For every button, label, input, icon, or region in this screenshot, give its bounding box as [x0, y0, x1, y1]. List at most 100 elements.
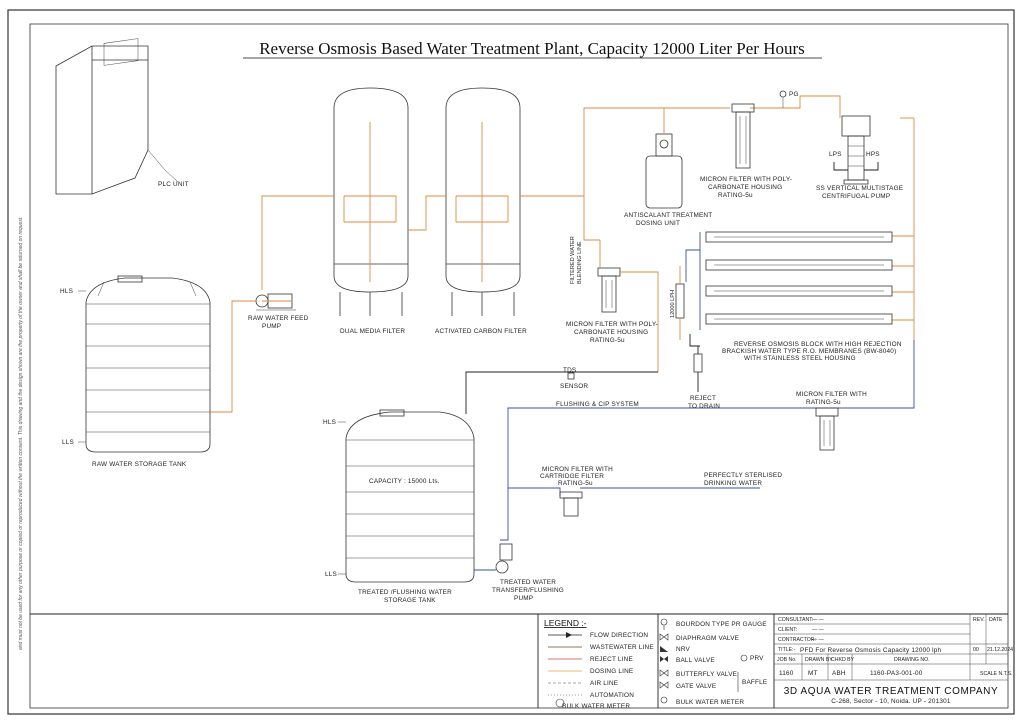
feed-piping — [210, 95, 841, 413]
treated-tank-lls: LLS — [325, 571, 337, 578]
micron-filter-right — [815, 407, 839, 451]
legend-bulk-meter-left: BULK WATER METER — [562, 703, 630, 710]
ro-label-2: BRACKISH WATER TYPE R.O. MEMBRANES (BW-8… — [722, 348, 896, 355]
tb-client-label: CLIENT: — [778, 627, 797, 633]
raw-tank-label: RAW WATER STORAGE TANK — [92, 461, 187, 468]
micron-right-label-2: RATING-5u — [806, 399, 841, 406]
outer-frame — [7, 9, 1015, 715]
legend-symbols — [659, 618, 748, 704]
tb-chkd-label: CHKD BY — [831, 657, 855, 663]
treated-tank-hls: HLS — [323, 419, 336, 426]
legend-bourdon: BOURDON TYPE PR GAUGE — [676, 621, 767, 628]
treated-tank-label-1: TREATED /FLUSHING WATER — [358, 589, 452, 596]
tds-label-1: TDS — [563, 367, 576, 374]
tb-drawing-value: 1160-PA3-001-00 — [870, 670, 923, 677]
antiscalant-label-2: DOSING UNIT — [636, 220, 680, 227]
transfer-pump-label-1: TREATED WATER — [500, 579, 556, 586]
ro-label-3: WITH STAINLESS STEEL HOUSING — [744, 355, 856, 362]
tb-title-value: PFD For Reverse Osmosis Capacity 12000 l… — [800, 647, 941, 654]
tb-company: 3D AQUA WATER TREATMENT COMPANY — [784, 686, 999, 697]
raw-tank-hls: HLS — [60, 288, 73, 295]
micron-right-label-1: MICRON FILTER WITH — [796, 391, 867, 398]
legend-baffle: BAFFLE — [742, 679, 767, 686]
sterilised-label-1: PERFECTLY STERLISED — [704, 472, 782, 479]
raw-tank-lls: LLS — [62, 439, 74, 446]
tb-contractor-label: CONTRACTOR: — [778, 637, 816, 643]
micron-cart-label-2: CARTRIDGE FILTER — [540, 473, 604, 480]
dmf-label: DUAL MEDIA FILTER — [340, 328, 405, 335]
product-piping — [465, 371, 658, 414]
feed-pump-label-2: PUMP — [262, 323, 281, 330]
tds-label-2: SENSOR — [560, 383, 588, 390]
plc-label: PLC UNIT — [158, 181, 189, 188]
tb-date-label: DATE — [989, 617, 1003, 623]
tb-scale: SCALE N.T.S. — [980, 671, 1013, 677]
side-note: and must not be used for any other purpo… — [18, 216, 24, 650]
micron-filter-mid — [597, 240, 659, 372]
micron-cart-label-3: RATING-5u — [558, 480, 593, 487]
acf-label: ACTIVATED CARBON FILTER — [435, 328, 527, 335]
hp-to-ro-piping — [520, 117, 915, 409]
micron-mid-label-2: CARBONATE HOUSING — [574, 329, 648, 336]
tb-rev-label: REV. — [973, 617, 985, 623]
tb-contractor-value: — — — [812, 637, 825, 643]
legend-prv: PRV — [750, 655, 764, 662]
legend-diaphragm: DIAPHRAGM VALVE — [676, 635, 739, 642]
treated-tank-capacity: CAPACITY : 15000 Lts. — [369, 478, 440, 485]
micron-mid-label-1: MICRON FILTER WITH POLY- — [566, 321, 658, 328]
raw-water-feed-pump — [255, 293, 296, 311]
treated-water-storage-tank — [338, 409, 475, 583]
antiscalant-label-1: ANTISCALANT TREATMENT — [624, 212, 712, 219]
pg-label: PG — [789, 91, 799, 98]
inner-frame — [29, 23, 1009, 709]
tb-job-value: 1160 — [779, 670, 794, 677]
antiscalant-dosing-unit — [645, 108, 683, 209]
sterilised-label-2: DRINKING WATER — [704, 480, 762, 487]
legend-nrv: NRV — [676, 646, 691, 653]
tb-title-label: TITLE:- — [778, 647, 796, 653]
flushing-label: FLUSHING & CIP SYSTEM — [556, 401, 639, 408]
legend-automation: AUTOMATION — [590, 692, 634, 699]
micron-mid-label-3: RATING-5u — [590, 337, 625, 344]
legend-wastewater: WASTEWATER LINE — [590, 644, 654, 651]
transfer-pump-label-2: TRANSFER/FLUSHING — [492, 587, 564, 594]
transfer-pump-label-3: PUMP — [514, 595, 533, 602]
hps-label: HPS — [866, 151, 880, 158]
feed-pump-label-1: RAW WATER FEED — [248, 315, 309, 322]
tb-address: C-268, Sector - 10, Noida. UP - 201301 — [831, 698, 951, 705]
tb-client-value: — — — [812, 627, 825, 633]
pressure-gauge-pg — [779, 90, 787, 108]
legend-box — [30, 613, 1008, 708]
title-block-grid — [774, 614, 1008, 681]
activated-carbon-filter — [445, 87, 521, 316]
micron-top-label-1: MICRON FILTER WITH POLY- — [700, 176, 792, 183]
legend-lines — [548, 632, 582, 708]
vertical-multistage-pump — [833, 115, 879, 185]
legend-heading: LEGEND :- — [544, 618, 587, 628]
micron-cart-label-1: MICRON FILTER WITH — [542, 466, 613, 473]
legend-air: AIR LINE — [590, 680, 618, 687]
hp-pump-label-2: CENTRIFUGAL PUMP — [822, 193, 890, 200]
rotameter — [675, 266, 685, 340]
plc-unit — [55, 38, 179, 195]
micron-top-label-2: CARBONATE HOUSING — [708, 184, 782, 191]
tb-job-label: JOB No. — [777, 657, 797, 663]
tb-rev-value: 00 — [973, 647, 979, 653]
micron-filter-cartridge — [559, 491, 583, 517]
tb-chkd-value: ABH — [832, 670, 846, 677]
legend-bulk-meter: BULK WATER METER — [676, 699, 744, 706]
legend-dosing: DOSING LINE — [590, 668, 633, 675]
transfer-pump — [474, 543, 513, 574]
lps-label: LPS — [829, 151, 842, 158]
blending-label-1: FILTERED WATER — [570, 236, 576, 284]
raw-water-storage-tank — [78, 275, 211, 453]
treated-tank-label-2: STORAGE TANK — [384, 597, 436, 604]
reject-label-1: REJECT — [690, 395, 716, 402]
ro-label-1: REVERSE OSMOSIS BLOCK WITH HIGH REJECTIO… — [734, 341, 902, 348]
legend-butterfly: BUTTERFLY VALVE — [676, 671, 737, 678]
tb-drawn-label: DRAWN BY — [805, 657, 833, 663]
ro-membrane-block — [685, 231, 893, 347]
drawing-title: Reverse Osmosis Based Water Treatment Pl… — [259, 39, 805, 58]
dual-media-filter — [333, 87, 409, 316]
